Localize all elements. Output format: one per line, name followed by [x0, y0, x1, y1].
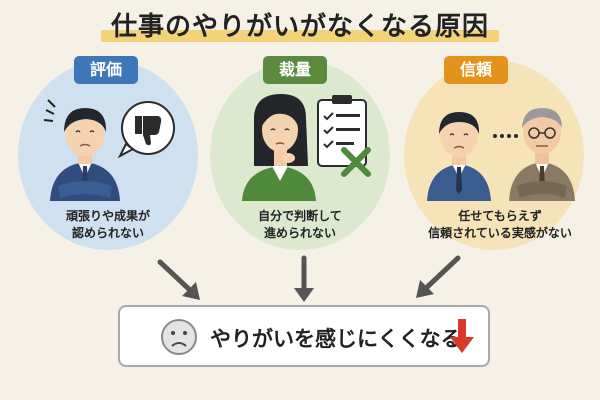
stern-boss-icon	[509, 108, 575, 201]
worried-young-man-icon	[427, 112, 491, 201]
arrow-head-icon	[182, 282, 200, 300]
title-area: 仕事のやりがいがなくなる原因	[0, 6, 600, 45]
arrow-icon	[157, 255, 461, 295]
page-title: 仕事のやりがいがなくなる原因	[100, 6, 499, 45]
caption-line: 認められない	[71, 226, 144, 240]
caption-line: 進められない	[263, 226, 336, 240]
thumbs-down-icon	[117, 101, 175, 159]
discretion-illustration	[242, 94, 371, 201]
caption-line: 信頼されている実感がない	[428, 226, 572, 240]
cause-caption-evaluation: 頑張りや成果が 認められない	[13, 208, 203, 242]
caption-line: 自分で判断して	[258, 209, 342, 223]
arrow-head-icon	[416, 280, 434, 298]
worried-woman-icon	[242, 94, 316, 201]
cause-panel-trust	[404, 60, 584, 250]
cause-caption-trust: 任せてもらえず 信頼されている実感がない	[400, 208, 600, 242]
dots-icon	[493, 134, 518, 138]
cause-label-trust: 信頼	[444, 56, 509, 84]
cause-label-discretion: 裁量	[263, 56, 328, 84]
trust-illustration	[427, 108, 575, 201]
sad-face-icon	[161, 319, 197, 355]
evaluation-illustration	[43, 99, 175, 201]
cause-label-evaluation: 評価	[74, 56, 139, 84]
arrow-head-icon	[294, 288, 314, 302]
arrow-down-icon	[450, 319, 474, 353]
result-box: やりがいを感じにくくなる	[118, 305, 490, 367]
result-text: やりがいを感じにくくなる	[210, 327, 462, 351]
caption-line: 頑張りや成果が	[65, 209, 150, 223]
cause-panel-evaluation	[18, 60, 198, 250]
caption-line: 任せてもらえず	[458, 209, 542, 223]
checklist-rejected-icon	[317, 95, 371, 177]
worried-man-icon	[43, 99, 120, 201]
cause-caption-discretion: 自分で判断して 進められない	[205, 208, 395, 242]
